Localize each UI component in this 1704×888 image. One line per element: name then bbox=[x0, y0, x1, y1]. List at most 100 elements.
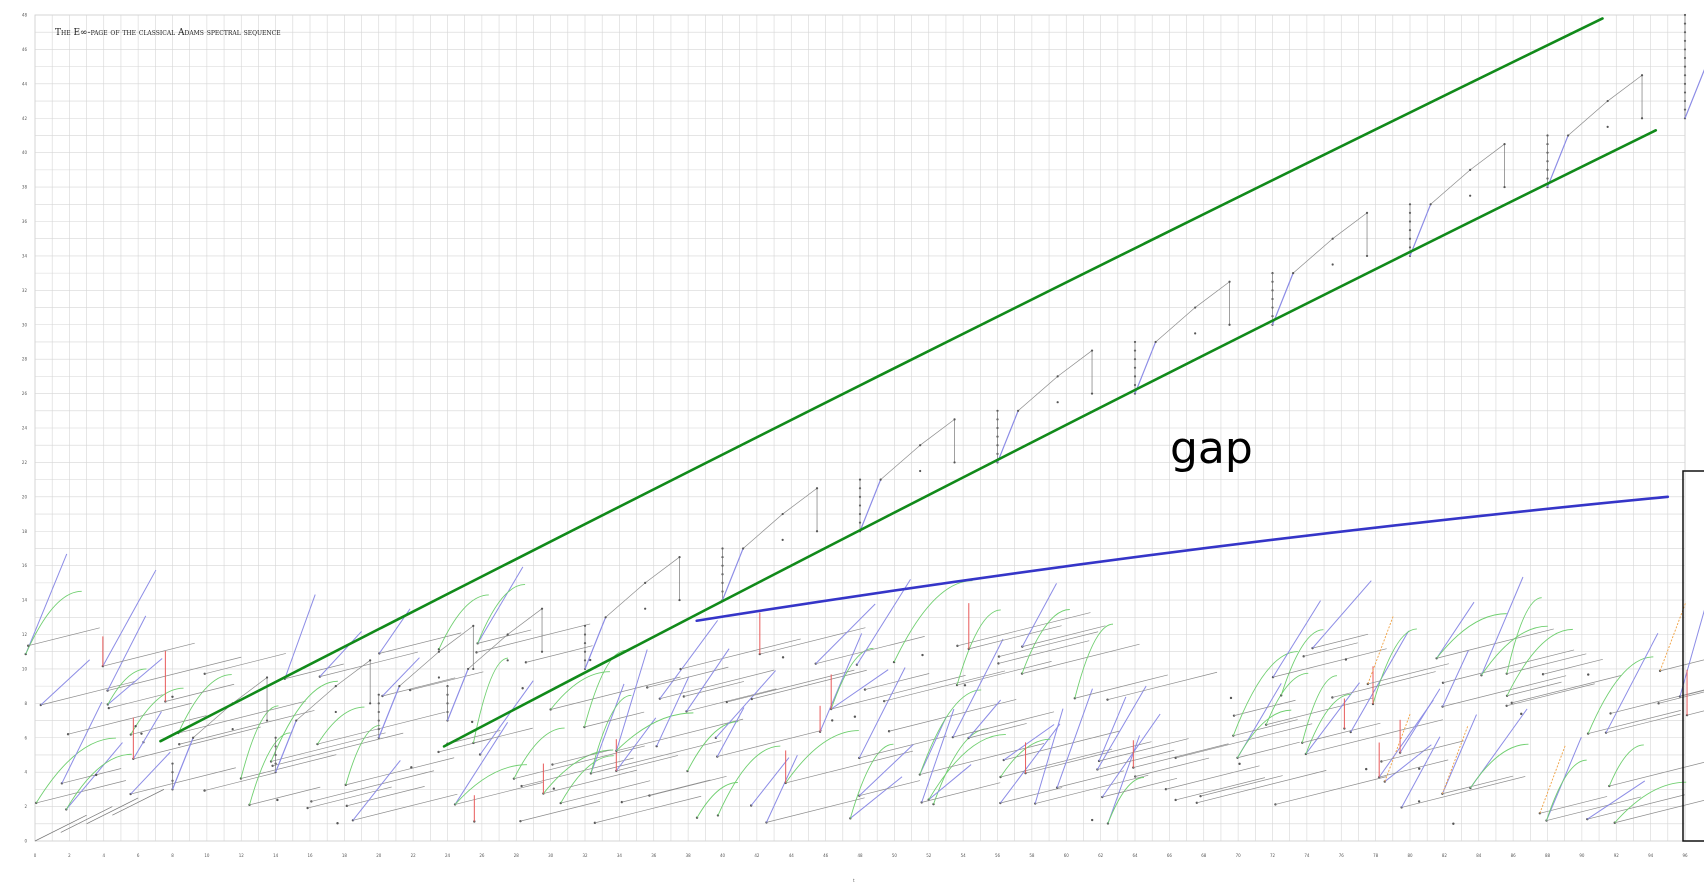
green-extension-curve bbox=[1107, 777, 1144, 824]
green-extension-curve bbox=[785, 730, 859, 784]
class-dot bbox=[369, 659, 372, 662]
green-extension-curve bbox=[270, 680, 338, 762]
gray-extension-line bbox=[1003, 730, 1120, 761]
class-dot bbox=[604, 616, 607, 619]
y-tick-label: 48 bbox=[22, 13, 28, 18]
blue-h1-line bbox=[1546, 135, 1569, 188]
class-dot bbox=[1429, 203, 1432, 206]
gray-extension-line bbox=[1332, 212, 1368, 239]
gray-extension-line bbox=[644, 556, 680, 584]
gap-boundary-line bbox=[695, 495, 1670, 623]
blue-h1-line bbox=[928, 764, 972, 801]
gray-extension-line bbox=[815, 636, 925, 665]
gray-extension-line bbox=[1097, 749, 1175, 770]
gray-extension-line bbox=[621, 779, 711, 803]
gray-extension-line bbox=[759, 627, 866, 655]
gray-extension-line bbox=[102, 642, 195, 667]
class-dot bbox=[336, 822, 339, 825]
gray-extension-line bbox=[1165, 765, 1260, 790]
gray-extension-line bbox=[513, 745, 645, 780]
green-extension-curve bbox=[1372, 628, 1417, 705]
right-edge-bracket bbox=[1682, 470, 1704, 842]
gray-extension-line bbox=[307, 786, 392, 809]
y-tick-label: 30 bbox=[22, 322, 28, 327]
y-tick-label: 14 bbox=[22, 598, 28, 603]
gray-extension-line bbox=[1237, 741, 1300, 759]
gray-extension-line bbox=[1035, 774, 1149, 804]
blue-h1-line bbox=[1587, 780, 1646, 820]
blue-h1-line bbox=[1350, 630, 1410, 733]
blue-h1-line bbox=[454, 722, 509, 805]
y-tick-label: 10 bbox=[22, 666, 28, 671]
gray-extension-line bbox=[382, 677, 456, 697]
gray-extension-line bbox=[584, 711, 645, 728]
x-tick-label: 14 bbox=[273, 853, 279, 858]
gray-extension-line bbox=[766, 797, 865, 823]
x-tick-label: 90 bbox=[1579, 853, 1585, 858]
x-tick-label: 84 bbox=[1476, 853, 1482, 858]
green-extension-curve bbox=[1546, 759, 1587, 821]
blue-h1-line bbox=[1679, 609, 1704, 697]
y-tick-label: 4 bbox=[24, 770, 27, 775]
gray-extension-line bbox=[204, 653, 286, 675]
x-tick-label: 82 bbox=[1442, 853, 1448, 858]
gray-extension-line bbox=[1196, 770, 1327, 804]
gray-extension-line bbox=[296, 685, 337, 721]
green-extension-curve bbox=[107, 668, 147, 705]
y-axis-ticks: 0246810121416182022242628303234363840424… bbox=[22, 13, 28, 844]
green-extension-curve bbox=[240, 705, 279, 779]
y-tick-label: 2 bbox=[24, 804, 27, 809]
gray-extension-line bbox=[1135, 757, 1210, 777]
x-tick-label: 32 bbox=[582, 853, 588, 858]
gray-extension-line bbox=[1025, 741, 1152, 774]
gray-extension-line bbox=[550, 676, 681, 710]
gray-extension-line bbox=[1200, 775, 1283, 797]
gray-extension-line bbox=[1175, 777, 1266, 801]
gray-extension-line bbox=[649, 775, 727, 796]
blue-h1-line bbox=[275, 720, 297, 773]
class-dot bbox=[540, 607, 544, 610]
class-dot bbox=[1469, 168, 1472, 171]
x-tick-label: 70 bbox=[1236, 853, 1242, 858]
gray-extension-line bbox=[1605, 713, 1681, 734]
class-dot bbox=[1090, 349, 1094, 352]
tower-dot bbox=[1408, 203, 1412, 206]
gray-extension-line bbox=[683, 681, 745, 697]
green-extension-curve bbox=[1436, 613, 1507, 659]
gray-extension-line bbox=[831, 675, 966, 710]
class-dot bbox=[742, 547, 745, 550]
x-tick-label: 16 bbox=[307, 853, 313, 858]
class-dot bbox=[506, 633, 509, 636]
x-tick-label: 12 bbox=[239, 853, 245, 858]
blue-h1-line bbox=[659, 620, 719, 699]
gray-extension-line bbox=[178, 700, 306, 734]
green-extension-curve bbox=[477, 584, 526, 644]
y-tick-label: 24 bbox=[22, 426, 28, 431]
gray-extension-line bbox=[968, 723, 1027, 739]
class-dot bbox=[506, 659, 509, 662]
green-extension-curve bbox=[928, 734, 1006, 800]
x-tick-label: 28 bbox=[514, 853, 520, 858]
green-extension-curve bbox=[438, 594, 489, 650]
gray-extension-line bbox=[1609, 761, 1704, 787]
blue-h1-line bbox=[284, 594, 316, 679]
class-dot bbox=[472, 741, 475, 745]
blue-h1-line bbox=[921, 708, 955, 803]
green-extension-curve bbox=[1301, 675, 1338, 743]
blue-h1-line bbox=[171, 737, 194, 790]
green-extension-curve bbox=[956, 609, 1001, 686]
y-tick-label: 8 bbox=[24, 701, 27, 706]
green-extension-curve bbox=[345, 724, 381, 785]
green-extension-curve bbox=[1305, 693, 1352, 755]
blue-h1-line bbox=[477, 566, 524, 644]
blue-h1-line bbox=[1684, 69, 1704, 119]
gray-extension-line bbox=[1511, 675, 1622, 704]
class-dot bbox=[1194, 332, 1197, 335]
blue-h1-line bbox=[819, 633, 863, 732]
class-dot bbox=[1365, 767, 1368, 771]
blue-h1-line bbox=[1003, 724, 1055, 761]
x-tick-label: 64 bbox=[1132, 853, 1138, 858]
gray-extension-line bbox=[859, 735, 947, 759]
class-dot bbox=[678, 555, 681, 559]
class-dot bbox=[334, 685, 337, 688]
